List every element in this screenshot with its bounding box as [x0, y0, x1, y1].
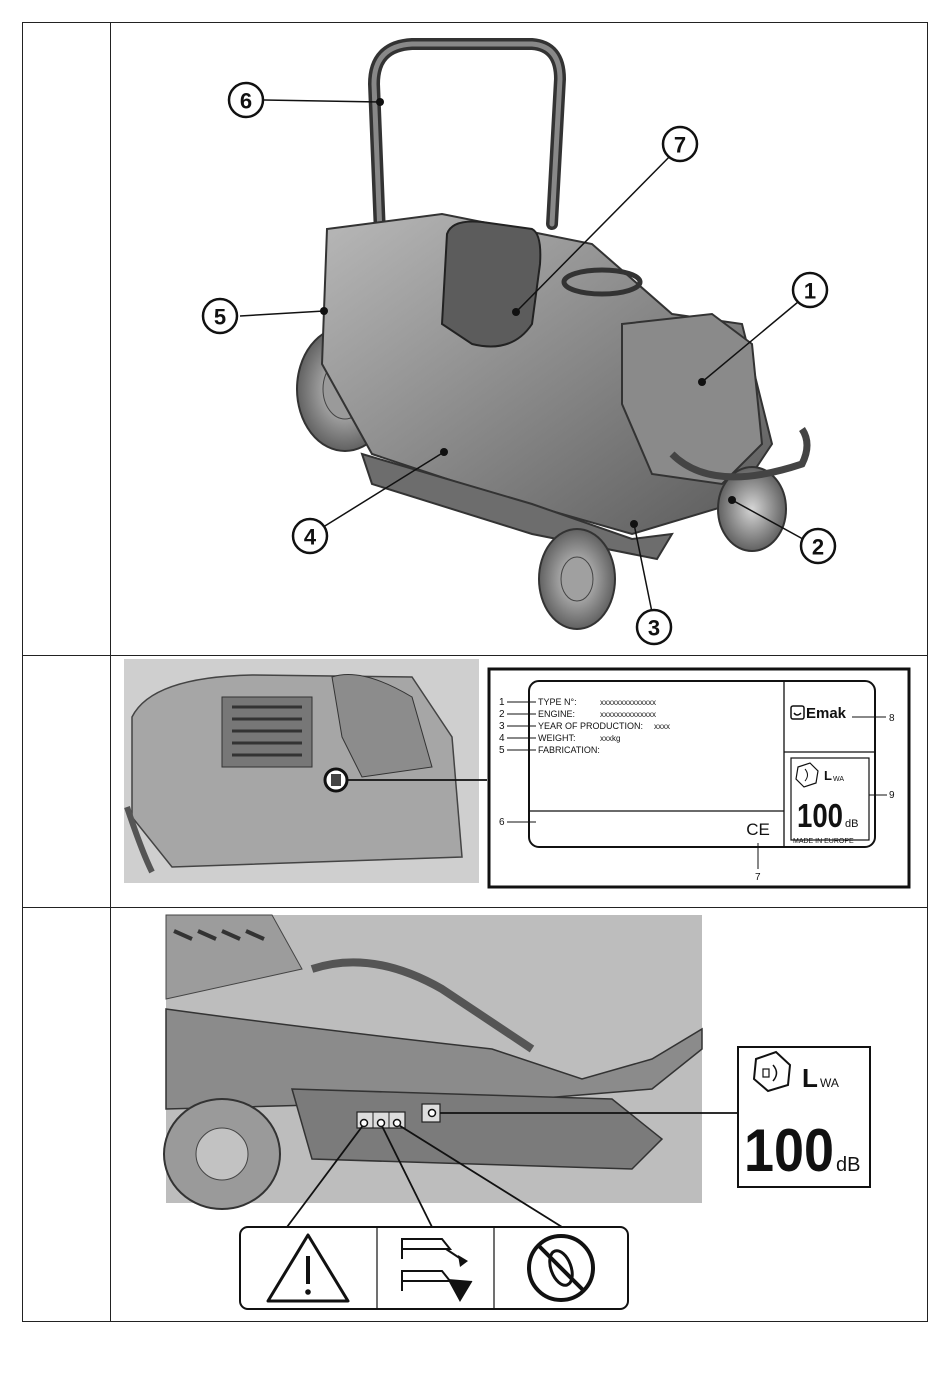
id-plate-panel: 1 TYPE N°: xxxxxxxxxxxxxx 2 ENGINE: xxxx… — [112, 657, 926, 906]
svg-text:TYPE N°:: TYPE N°: — [538, 697, 577, 707]
noise-level-label: L WA 100 dB — [738, 1047, 870, 1187]
plate-num-8: 8 — [889, 713, 895, 724]
brand-name: Emak — [806, 705, 847, 722]
callout-3: 3 — [648, 616, 660, 641]
svg-text:xxxxxxxxxxxxxx: xxxxxxxxxxxxxx — [600, 710, 656, 719]
id-plate-illustration: 1 TYPE N°: xxxxxxxxxxxxxx 2 ENGINE: xxxx… — [112, 657, 926, 906]
svg-text:4: 4 — [499, 733, 505, 744]
callout-7: 7 — [674, 133, 686, 158]
safety-labels-illustration: L WA 100 dB — [112, 909, 926, 1321]
lwa-sub: WA — [820, 1076, 839, 1090]
plate-num-7: 7 — [755, 872, 761, 883]
svg-text:dB: dB — [845, 818, 858, 830]
plate-num-9: 9 — [889, 790, 895, 801]
callout-4: 4 — [304, 525, 317, 550]
svg-text:xxxkg: xxxkg — [600, 734, 620, 743]
plate-num-6: 6 — [499, 817, 505, 828]
plate-noise-value: 100 — [797, 797, 843, 834]
svg-text:WA: WA — [833, 776, 844, 783]
row-divider-2 — [22, 907, 928, 908]
svg-text:L: L — [824, 768, 832, 783]
svg-text:2: 2 — [499, 709, 505, 720]
seat — [442, 222, 540, 347]
svg-text:FABRICATION:: FABRICATION: — [538, 745, 600, 755]
mower-illustration: 6 7 1 5 4 2 3 — [112, 24, 926, 654]
svg-text:xxxxxxxxxxxxxx: xxxxxxxxxxxxxx — [600, 698, 656, 707]
emak-logo: Emak — [791, 705, 847, 722]
callout-6: 6 — [240, 89, 252, 114]
svg-text:1: 1 — [499, 697, 505, 708]
lwa-label: L — [802, 1063, 818, 1093]
mower-overview-panel: 6 7 1 5 4 2 3 — [112, 24, 926, 654]
callout-1: 1 — [804, 279, 816, 304]
svg-text:ENGINE:: ENGINE: — [538, 709, 575, 719]
noise-value: 100 — [744, 1117, 834, 1184]
safety-labels-panel: L WA 100 dB — [112, 909, 926, 1321]
row-divider-1 — [22, 655, 928, 656]
svg-text:5: 5 — [499, 745, 505, 756]
made-in-label: MADE IN EUROPE — [793, 838, 854, 845]
column-divider — [110, 22, 111, 1322]
plate-noise-label: L WA 100 dB MADE IN EUROPE — [791, 758, 869, 845]
svg-text:xxxx: xxxx — [654, 722, 670, 731]
ce-mark: CE — [746, 820, 770, 839]
callout-5: 5 — [214, 305, 226, 330]
svg-text:YEAR OF PRODUCTION:: YEAR OF PRODUCTION: — [538, 721, 643, 731]
callout-2: 2 — [812, 535, 824, 560]
noise-unit: dB — [836, 1154, 860, 1176]
svg-text:WEIGHT:: WEIGHT: — [538, 733, 576, 743]
svg-text:3: 3 — [499, 721, 505, 732]
